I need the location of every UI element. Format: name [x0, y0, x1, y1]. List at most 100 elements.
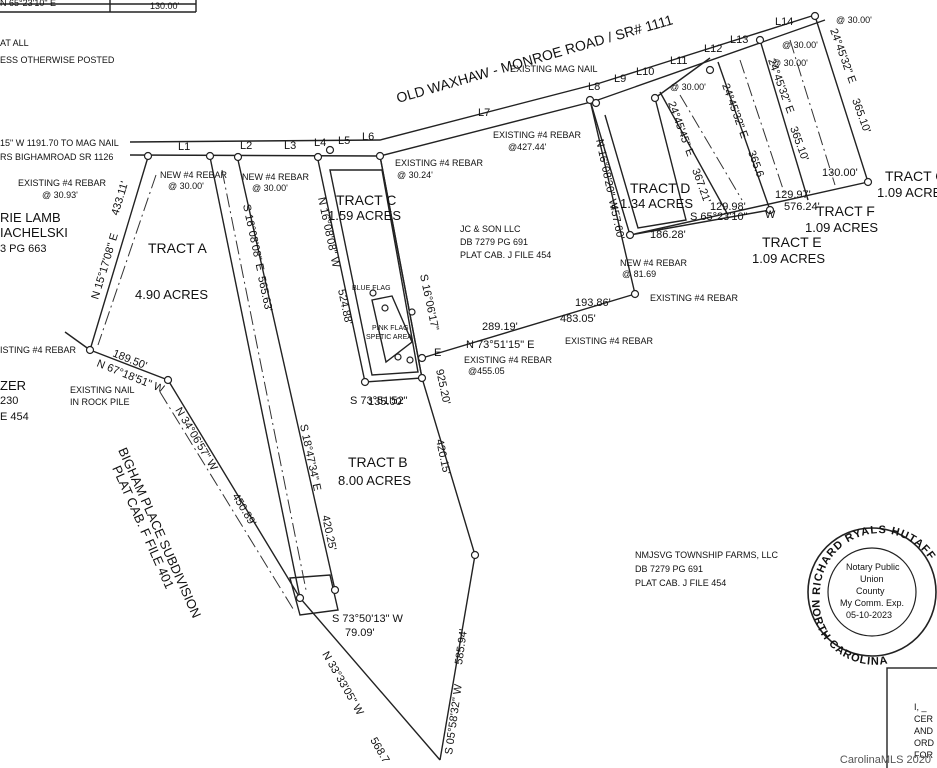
flag-marker: [408, 308, 416, 316]
jc-south-distance: 483.05': [560, 313, 596, 325]
tract-b-small-distance: 79.09': [345, 627, 375, 639]
monument-point: [360, 377, 370, 387]
rebar-45505-value: @455.05: [468, 366, 505, 376]
line-label-l10: L10: [636, 66, 654, 78]
monument-point: [143, 151, 153, 161]
monument-point: [417, 353, 427, 363]
top-distance: 130.00': [150, 1, 180, 11]
line-label-l2: L2: [240, 140, 252, 152]
def-south-bearing: S 65°23'10": [690, 211, 748, 223]
monument-point: [630, 289, 640, 299]
tract-c-south-distance: 135.00': [368, 396, 404, 408]
pink-flag: PINK FLAG: [372, 325, 409, 332]
mls-watermark: CarolinaMLS 2020: [839, 754, 931, 766]
tract-f-south-distance: 129.97': [775, 189, 811, 201]
tract-b-small-bearing: S 73°50'13" W: [332, 613, 404, 625]
tract-c-east-distance: 925.20': [433, 368, 452, 405]
rebar-at-30-d: @ 30.00': [836, 15, 872, 25]
tract-c-east-dir: E: [434, 347, 441, 359]
monument-point: [591, 98, 601, 108]
monument-point: [330, 585, 340, 595]
monument-point: [765, 205, 775, 215]
tract-a-acres: 4.90 ACRES: [135, 287, 208, 302]
owner-lamb-1: RIE LAMB: [0, 210, 61, 225]
tract-b-acres: 8.00 ACRES: [338, 473, 411, 488]
rebar-45505: EXISTING #4 REBAR: [464, 355, 553, 365]
seal-line-3: County: [856, 586, 885, 596]
line-label-l13: L13: [730, 34, 748, 46]
tract-c-west-distance: 524.88': [335, 288, 354, 325]
tract-g-south-distance: 130.00': [822, 167, 858, 179]
survey-monuments: [85, 11, 873, 603]
line-label-l14: L14: [775, 16, 793, 28]
monument-point: [650, 93, 660, 103]
monument-point: [625, 230, 635, 240]
owner-lamb-2: IACHELSKI: [0, 225, 68, 240]
flag-marker: [381, 304, 389, 312]
road-right-of-way: [129, 13, 826, 157]
flag-marker: [369, 289, 377, 297]
seal-line-4: My Comm. Exp.: [840, 598, 904, 608]
cert-line-2: CER: [914, 714, 934, 724]
tract-c-south-bearing: S 73°51'52": [350, 395, 408, 407]
line-labels: L1 L2 L3 L4 L5 L6 L7 L8 L9 L10 L11 L12 L…: [178, 16, 793, 153]
def-south-distance: 576.24': [784, 201, 820, 213]
tract-e-east-distance: 365.6: [745, 149, 766, 179]
rebar-at-30-a: @ 30.00': [670, 82, 706, 92]
tract-a-name: TRACT A: [148, 240, 208, 256]
certification-box: I, _ CER AND ORD FOR: [886, 667, 937, 768]
note-line-2: ESS OTHERWISE POSTED: [0, 55, 115, 65]
tract-f-acres: 1.09 ACRES: [805, 220, 878, 235]
line-label-l3: L3: [284, 140, 296, 152]
line-label-l4: L4: [314, 137, 326, 149]
tract-b-sw-distance: 568.7: [367, 736, 391, 766]
note-line-1: AT ALL: [0, 38, 29, 48]
tract-d-south-distance: 186.28': [650, 229, 686, 241]
rebar-label: EXISTING #4 REBAR: [18, 178, 107, 188]
jc-south-a: 289.19': [482, 321, 518, 333]
road-name: OLD WAXHAW - MONROE ROAD / SR# 1111: [394, 11, 674, 105]
tract-d-east-bearing: 24°45'45" E: [665, 100, 696, 158]
line-label-l7: L7: [478, 107, 490, 119]
tract-e-east-bearing: 24°45'32" E: [719, 82, 750, 140]
owner-nm-2: DB 7279 PG 691: [635, 564, 703, 574]
tract-g-name: TRACT G: [885, 168, 937, 184]
nail-label-2: IN ROCK PILE: [70, 397, 130, 407]
flag-marker: [406, 356, 414, 364]
new-rebar-b-value: @ 30.00': [252, 183, 288, 193]
road-ref-1: 15" W 1191.70 TO MAG NAIL: [0, 138, 119, 148]
owner-nm-1: NMJSVG TOWNSHIP FARMS, LLC: [635, 550, 779, 560]
tract-c-name: TRACT C: [336, 192, 396, 208]
owner-jc-3: PLAT CAB. J FILE 454: [460, 250, 551, 260]
monument-point: [375, 151, 385, 161]
line-label-l9: L9: [614, 73, 626, 85]
line-label-l1: L1: [178, 141, 190, 153]
monument-point: [325, 145, 335, 155]
owner-zer-2: 230: [0, 395, 18, 407]
monument-point: [163, 375, 173, 385]
line-label-l8: L8: [588, 81, 600, 93]
new-rebar-8169-value: @ 81.69: [622, 269, 656, 279]
rebar-left: ISTING #4 REBAR: [0, 345, 77, 355]
seal-line-2: Union: [860, 574, 884, 584]
jc-south-b: 193.86': [575, 297, 611, 309]
tract-b-se-distance: 585.94': [453, 628, 470, 665]
tract-b-west-bearing: N 34°06'57" W: [172, 405, 219, 473]
new-rebar-a: NEW #4 REBAR: [160, 170, 228, 180]
monument-point: [313, 152, 323, 162]
monument-point: [863, 177, 873, 187]
cert-line-4: ORD: [914, 738, 935, 748]
tract-c-acres: 1.59 ACRES: [328, 208, 401, 223]
monument-point: [705, 65, 715, 75]
rebar-value: @ 30.93': [42, 190, 78, 200]
tract-b-west-distance: 450.89': [229, 491, 258, 528]
septic-area-outline: [371, 295, 413, 364]
tract-e-name: TRACT E: [762, 234, 822, 250]
tract-b-sw-bearing: N 33°33'05" W: [319, 650, 365, 718]
tract-b-mid-bearing: S 18°47'34" E: [297, 423, 323, 492]
owner-nm-3: PLAT CAB. J FILE 454: [635, 578, 726, 588]
cert-line-3: AND: [914, 726, 934, 736]
line-label-l12: L12: [704, 43, 722, 55]
tract-c-east-bearing: S 16°06'17": [417, 273, 441, 332]
